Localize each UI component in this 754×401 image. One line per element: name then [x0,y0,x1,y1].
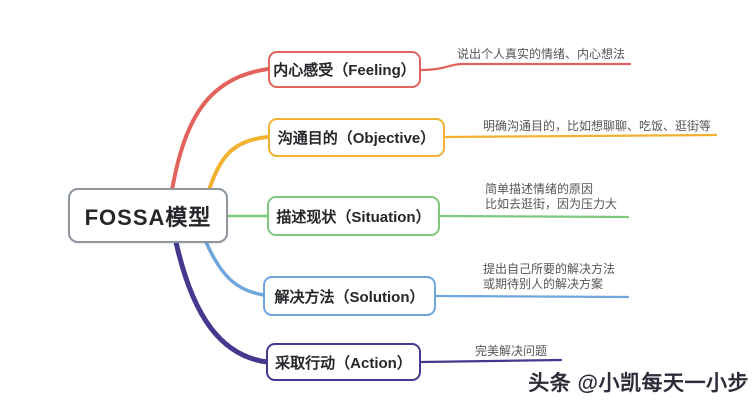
note-underline-feeling [419,62,632,72]
branch-curve-objective [207,135,270,192]
note-underline-objective [443,133,718,139]
note-underline-situation [438,214,630,219]
branch-curve-solution [204,240,266,297]
branch-node-action[interactable]: 采取行动（Action） [266,343,421,381]
branch-node-feeling[interactable]: 内心感受（Feeling） [268,51,421,88]
note-situation[interactable]: 简单描述情绪的原因 比如去逛街，因为压力大 [485,182,618,211]
note-feeling[interactable]: 说出个人真实的情绪、内心想法 [456,47,625,61]
root-node-fossa-model[interactable]: FOSSA模型 [68,188,228,243]
branch-node-situation[interactable]: 描述现状（Situation） [267,196,440,236]
watermark-toutiao-account: 头条 @小凯每天一小步 [528,372,749,395]
branch-node-solution[interactable]: 解决方法（Solution） [263,276,436,316]
note-underline-action [419,358,563,364]
branch-node-objective[interactable]: 沟通目的（Objective） [268,118,445,157]
note-underline-solution [434,294,630,299]
branch-curve-feeling [170,67,270,192]
note-solution[interactable]: 提出自己所要的解决方法 或期待别人的解决方案 [483,262,616,291]
note-action[interactable]: 完美解决问题 [475,344,548,358]
note-objective[interactable]: 明确沟通目的，比如想聊聊、吃饭、逛街等 [482,119,711,133]
branch-curve-action [173,239,270,365]
